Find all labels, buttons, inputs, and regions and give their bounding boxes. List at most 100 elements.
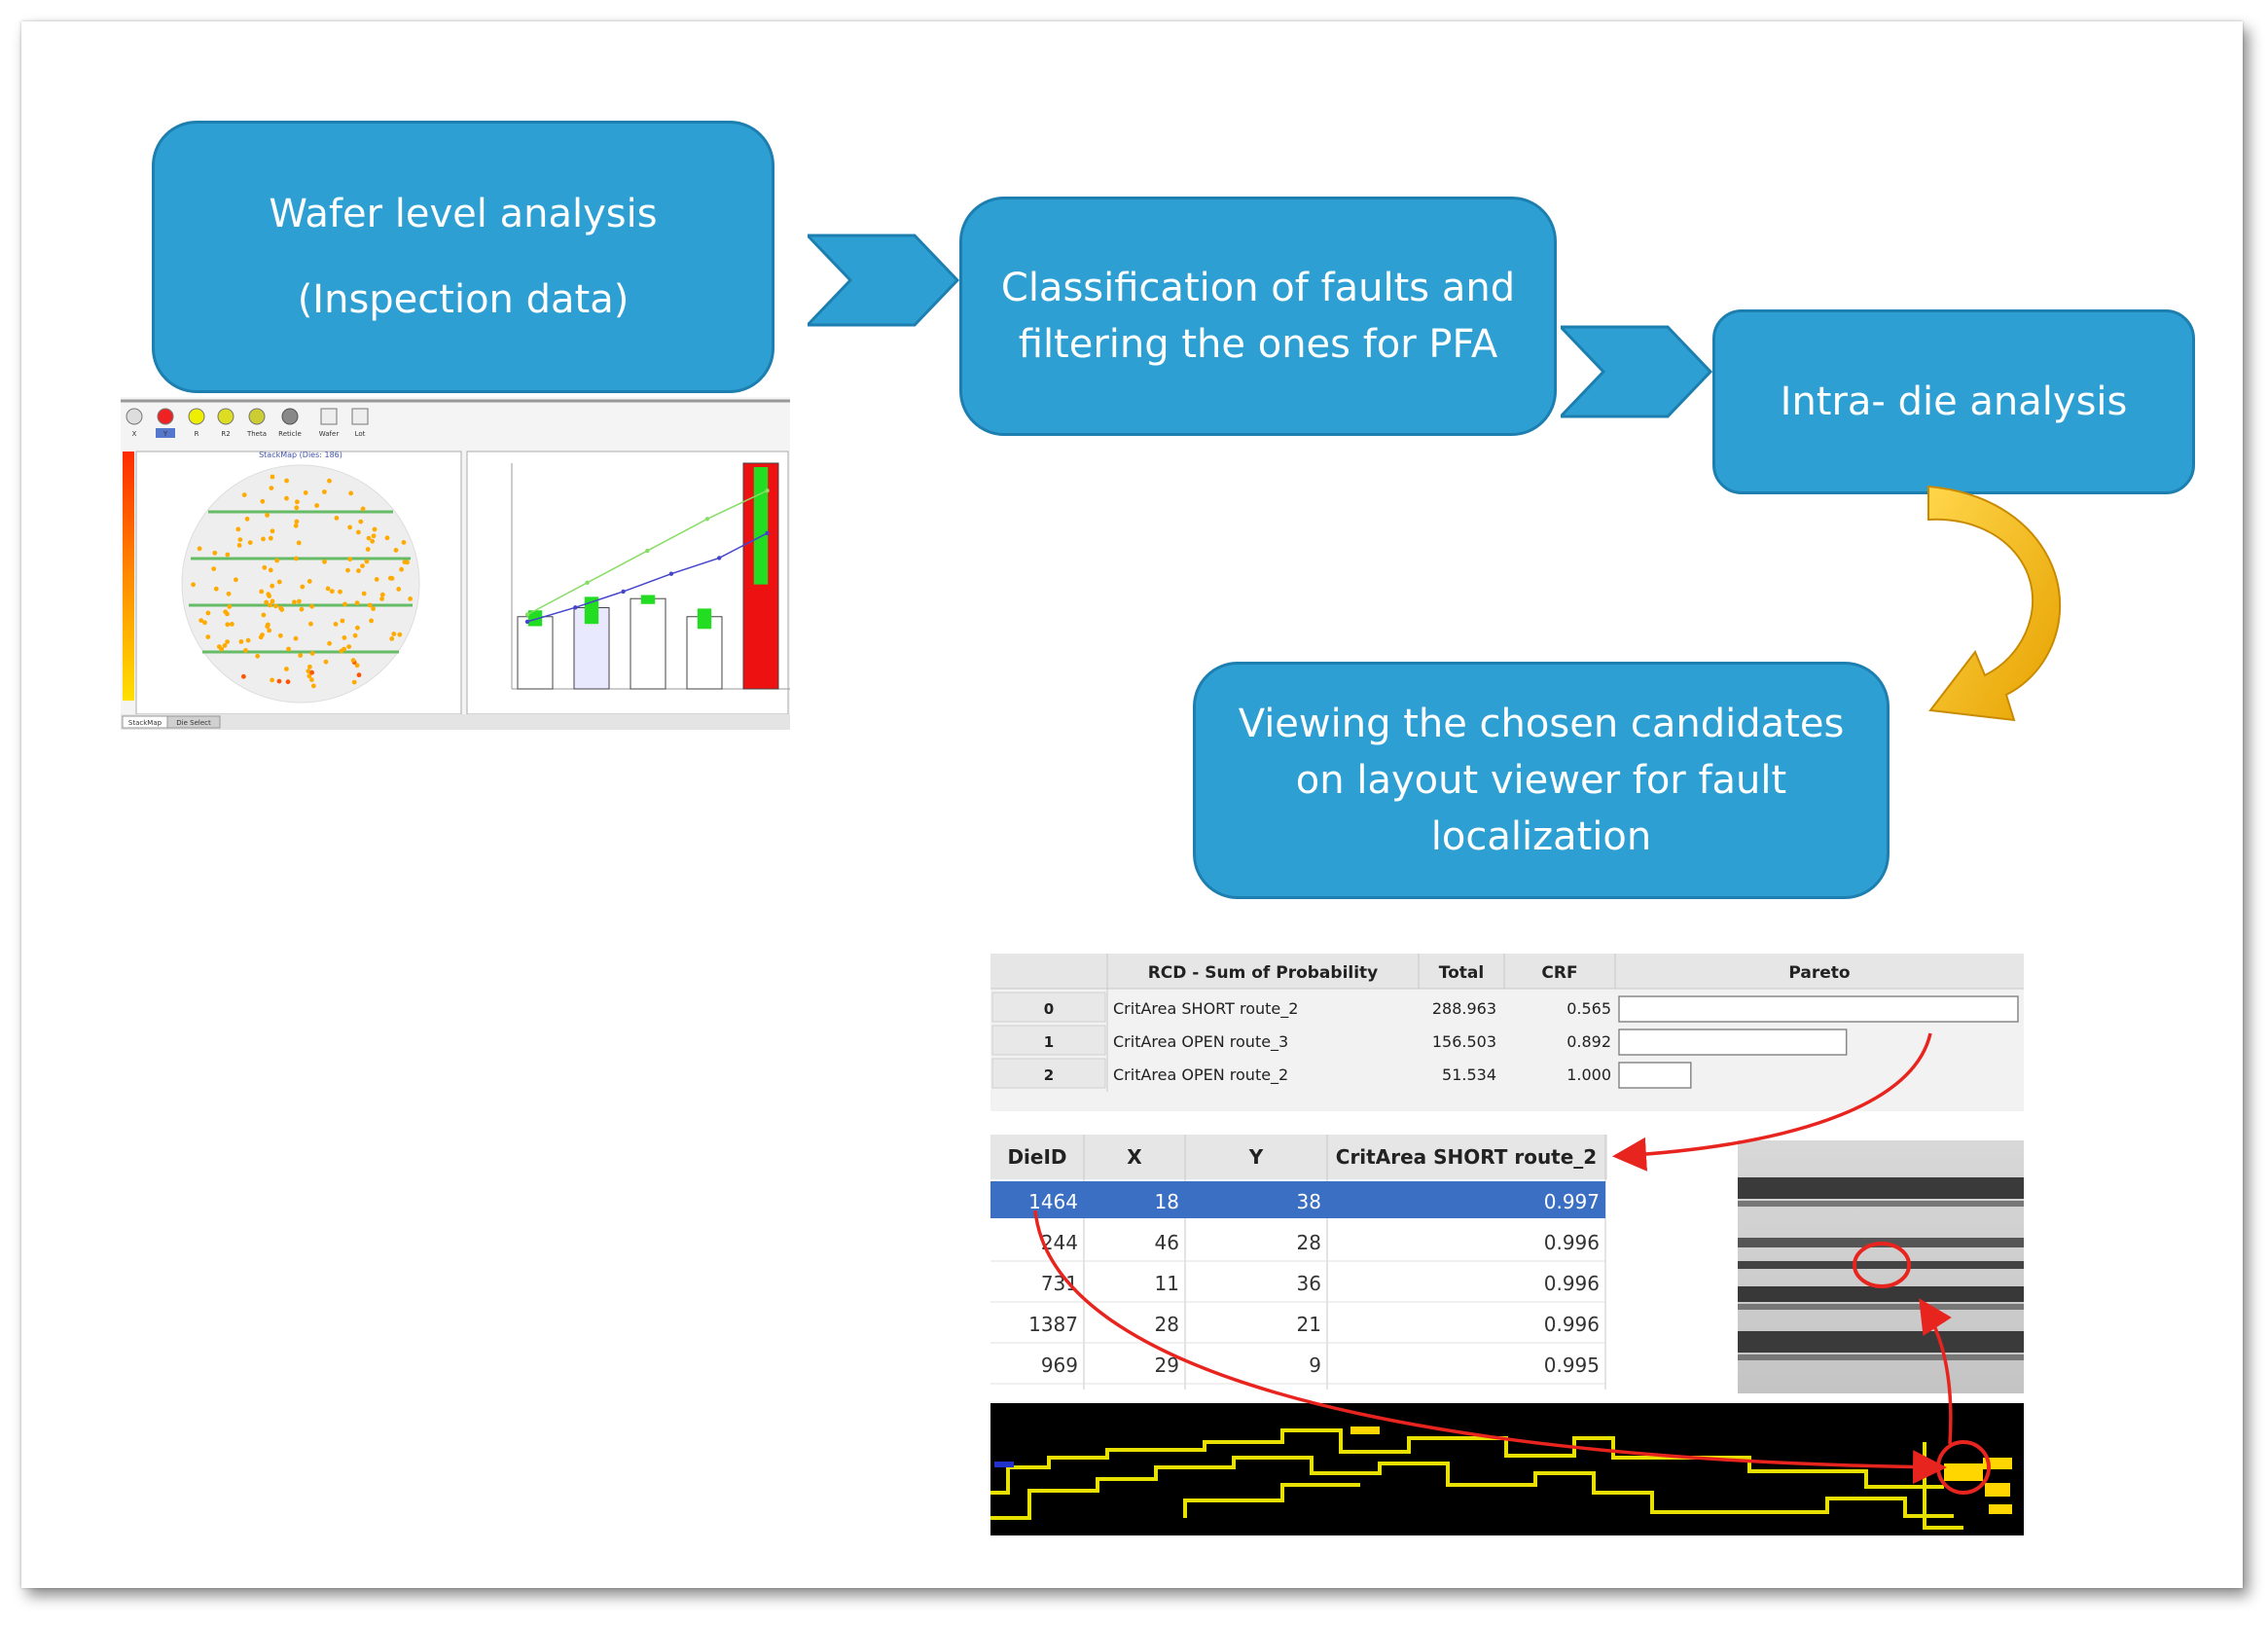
defect-dot	[255, 653, 261, 659]
die-critarea-value[interactable]: 0.996	[1544, 1231, 1600, 1254]
layout-to-sem-arrow	[1919, 1298, 1953, 1445]
cumulative-line-point	[765, 530, 770, 536]
defect-dot	[260, 498, 266, 504]
rcd-index: 0	[1044, 1000, 1054, 1018]
die-row-highlight	[990, 1181, 1605, 1218]
cumulative-line-point	[573, 605, 578, 610]
defect-dot	[225, 552, 231, 558]
rcd-name: CritArea OPEN route_2	[1113, 1065, 1288, 1085]
defect-dot	[268, 602, 272, 608]
defect-dot	[298, 653, 304, 658]
defect-dot	[292, 599, 297, 605]
defect-dot	[364, 559, 370, 564]
defect-dot	[268, 535, 273, 541]
defect-dot	[340, 618, 345, 624]
die-y[interactable]: 36	[1297, 1272, 1321, 1295]
defect-dot	[309, 651, 315, 656]
defect-dot	[295, 499, 300, 505]
defect-dot	[241, 673, 246, 679]
defect-dot	[222, 643, 228, 648]
chevron-arrow-1	[808, 234, 960, 327]
rcd-crf: 0.565	[1566, 999, 1611, 1018]
defect-dot	[247, 540, 253, 545]
cumulative-line-point	[717, 556, 722, 560]
defect-dot	[213, 586, 219, 592]
cumulative-line-point	[668, 571, 674, 576]
pareto-cap	[697, 608, 712, 630]
die-id[interactable]: 1387	[1028, 1313, 1078, 1336]
die-y[interactable]: 9	[1309, 1354, 1321, 1377]
fault-circle-sem	[1853, 1242, 1911, 1288]
viewing-box-line3: localization	[1430, 814, 1652, 859]
cumulative-line-2-point	[524, 612, 530, 617]
defect-dot	[307, 664, 312, 669]
defect-dot	[384, 535, 390, 541]
defect-dot	[323, 659, 329, 665]
defect-dot	[297, 598, 302, 604]
defect-dot	[358, 519, 364, 524]
defect-dot	[211, 566, 217, 571]
defect-dot	[309, 669, 314, 675]
defect-dot	[306, 579, 312, 584]
defect-dot	[334, 516, 340, 521]
die-critarea-value[interactable]: 0.997	[1544, 1190, 1600, 1213]
defect-dot	[226, 591, 232, 596]
intra-die-label: Intra- die analysis	[1780, 379, 2128, 424]
wafer-box-line2: (Inspection data)	[297, 277, 630, 322]
defect-dot	[191, 582, 196, 588]
cumulative-line	[526, 532, 768, 623]
defect-dot	[294, 519, 300, 524]
defect-dot	[347, 524, 352, 530]
toolbar-label: Lot	[355, 430, 366, 438]
defect-dot	[225, 622, 231, 628]
die-id[interactable]: 969	[1041, 1354, 1078, 1377]
rcd-pareto-bar	[1618, 995, 2019, 1023]
defect-dot	[391, 632, 397, 636]
cumulative-line-2-point	[645, 548, 650, 554]
defect-dot	[346, 644, 352, 649]
die-x[interactable]: 11	[1155, 1272, 1179, 1295]
pareto-bar	[517, 616, 554, 690]
die-y[interactable]: 38	[1297, 1190, 1321, 1213]
defect-dot	[360, 506, 366, 512]
die-x[interactable]: 18	[1155, 1190, 1179, 1213]
defect-dot	[367, 602, 373, 608]
tab-stackmap: StackMap	[128, 719, 162, 727]
defect-dot	[227, 604, 233, 609]
defect-dot	[355, 625, 360, 631]
die-critarea-value[interactable]: 0.996	[1544, 1313, 1600, 1336]
defect-dot	[278, 605, 283, 611]
defect-dot	[402, 560, 408, 564]
die-y[interactable]: 21	[1297, 1313, 1321, 1336]
defect-dot	[265, 513, 270, 518]
die-id[interactable]: 731	[1041, 1272, 1078, 1295]
defect-dot	[397, 632, 403, 637]
rcd-index-cell	[991, 1025, 1106, 1056]
defect-dot	[230, 622, 234, 627]
defect-dot	[356, 672, 362, 678]
defect-dot	[372, 526, 378, 532]
defect-dot	[306, 673, 312, 679]
die-id[interactable]: 1464	[1028, 1190, 1078, 1213]
wafer-level-analysis-box: Wafer level analysis (Inspection data)	[152, 121, 774, 393]
curved-arrow	[1927, 485, 2062, 722]
defect-dot	[286, 646, 291, 652]
die-x[interactable]: 46	[1155, 1231, 1179, 1254]
defect-dot	[267, 628, 272, 633]
defect-dot	[259, 589, 265, 595]
defect-dot	[219, 646, 225, 652]
die-critarea-value[interactable]: 0.996	[1544, 1272, 1600, 1295]
defect-dot	[348, 490, 354, 496]
defect-dot	[408, 596, 413, 601]
defect-dot	[369, 618, 374, 624]
die-critarea-value[interactable]: 0.995	[1544, 1354, 1600, 1377]
rcd-table-panel: RCD - Sum of Probability Total CRF Paret…	[990, 954, 2024, 1111]
defect-dot	[374, 577, 379, 582]
defect-dot	[361, 591, 367, 596]
die-y[interactable]: 28	[1297, 1231, 1321, 1254]
cumulative-line-2-point	[704, 517, 710, 522]
die-x[interactable]: 28	[1155, 1313, 1179, 1336]
viewing-candidates-box: Viewing the chosen candidates on layout …	[1193, 662, 1890, 899]
